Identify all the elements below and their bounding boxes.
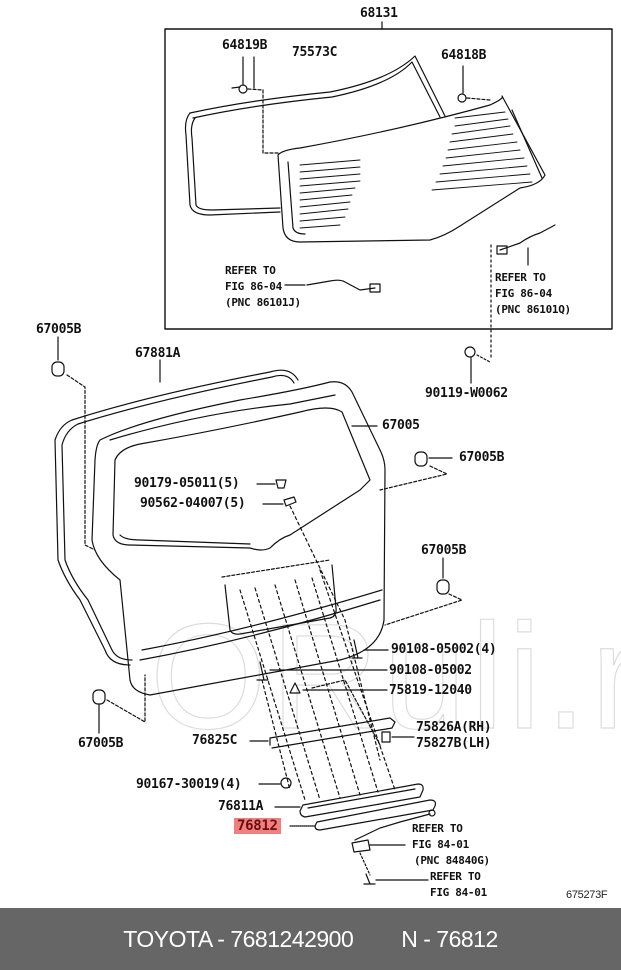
refer-note-84-01-screw-line2: FIG 84-01 <box>430 886 487 899</box>
label-64818B[interactable]: 64818B <box>441 48 487 63</box>
refer-note-86-04-q-line1: REFER TO <box>495 271 546 284</box>
label-76811A[interactable]: 76811A <box>218 799 264 814</box>
label-67005[interactable]: 67005 <box>382 418 420 433</box>
label-64819B[interactable]: 64819B <box>222 38 268 53</box>
refer-note-84-01-g-line3[interactable]: (PNC 84840G) <box>414 854 490 867</box>
label-75827B-lh[interactable]: 75827B(LH) <box>416 736 492 751</box>
pnc-number: N - 76812 <box>401 925 498 952</box>
label-90108-05002[interactable]: 90108-05002 <box>389 663 472 678</box>
refer-note-86-04-q-line3[interactable]: (PNC 86101Q) <box>495 303 571 316</box>
label-90179-05011[interactable]: 90179-05011(5) <box>134 476 240 491</box>
part-info-footer: TOYOTA - 7681242900 N - 76812 <box>0 908 621 970</box>
label-68131[interactable]: 68131 <box>360 6 398 21</box>
label-67005B-bottom-left[interactable]: 67005B <box>78 736 124 751</box>
label-90119-W0062[interactable]: 90119-W0062 <box>425 386 508 401</box>
refer-note-84-01-screw-line1: REFER TO <box>430 870 481 883</box>
refer-note-86-04-j-line3[interactable]: (PNC 86101J) <box>225 296 301 309</box>
label-90108-05002-qty4[interactable]: 90108-05002(4) <box>391 642 497 657</box>
label-67005B-right-lower[interactable]: 67005B <box>421 543 467 558</box>
figure-code: 675273F <box>566 889 608 901</box>
label-75573C[interactable]: 75573C <box>292 45 338 60</box>
parts-diagram: ORuli.ru <box>36 6 621 902</box>
label-90562-04007[interactable]: 90562-04007(5) <box>140 496 246 511</box>
label-76825C[interactable]: 76825C <box>192 733 238 748</box>
label-67005B-top-left[interactable]: 67005B <box>36 322 82 337</box>
label-67005B-right-upper[interactable]: 67005B <box>459 450 505 465</box>
label-75826A-rh[interactable]: 75826A(RH) <box>416 720 492 735</box>
brand-part-number: TOYOTA - 7681242900 <box>123 925 354 952</box>
refer-note-84-01-g-line2: FIG 84-01 <box>412 838 469 851</box>
refer-note-84-01-g-line1: REFER TO <box>412 822 463 835</box>
label-90167-30019[interactable]: 90167-30019(4) <box>136 777 242 792</box>
refer-note-86-04-j-line1: REFER TO <box>225 264 276 277</box>
label-76812-highlighted[interactable]: 76812 <box>234 818 281 834</box>
refer-note-86-04-j-line2: FIG 86-04 <box>225 280 282 293</box>
diagram-drawing <box>51 21 613 885</box>
label-75819-12040[interactable]: 75819-12040 <box>389 683 472 698</box>
label-67881A[interactable]: 67881A <box>135 346 181 361</box>
refer-note-86-04-q-line2: FIG 86-04 <box>495 287 552 300</box>
